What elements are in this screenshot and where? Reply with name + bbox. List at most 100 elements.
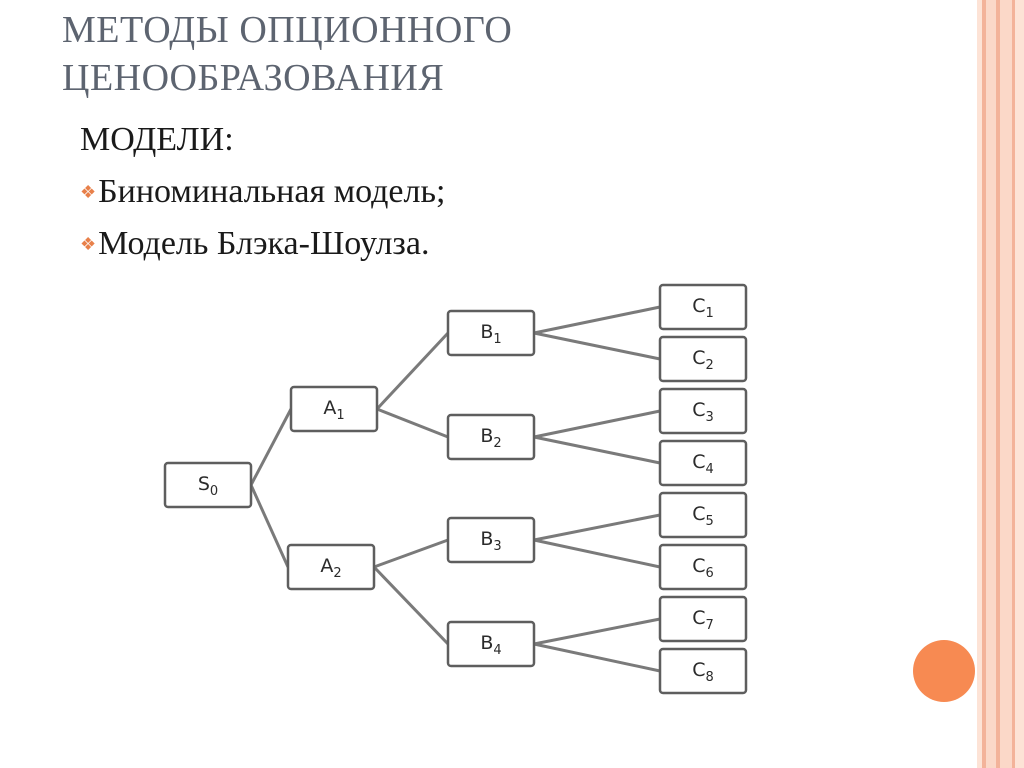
tree-node-box [446, 309, 536, 357]
tree-node-box [446, 516, 536, 564]
tree-node-box [658, 647, 748, 695]
node-label-subscript: 1 [493, 332, 501, 347]
title-line-1: МЕТОДЫ ОПЦИОННОГО [62, 9, 513, 51]
node-label-subscript: 3 [706, 410, 714, 425]
tree-node-b2: B2 [446, 413, 536, 461]
edge-A2-B3 [373, 538, 449, 569]
edge-A1-B2 [376, 407, 449, 439]
node-label-subscript: 3 [493, 539, 501, 554]
tree-node-box [658, 491, 748, 539]
bullet-item-black-scholes: ❖Модель Блэка-Шоулза. [80, 222, 940, 266]
edge-A2-B4 [372, 565, 450, 646]
slide-content: МОДЕЛИ: ❖Биноминальная модель; ❖Модель Б… [80, 118, 940, 274]
tree-node-box [658, 595, 748, 643]
node-label-base: C [692, 399, 705, 421]
stripe-light-4 [1015, 0, 1024, 768]
tree-node-b1: B1 [446, 309, 536, 357]
edge-B4-C8 [533, 642, 661, 673]
tree-node-label: B1 [480, 321, 501, 347]
edge-S0-A2 [249, 484, 290, 568]
tree-node-label: C2 [692, 347, 714, 373]
tree-node-c8: C8 [658, 647, 748, 695]
stripe-light-2 [986, 0, 996, 768]
edge-B1-C2 [533, 331, 661, 361]
tree-node-label: C4 [692, 451, 714, 477]
tree-node-b3: B3 [446, 516, 536, 564]
node-label-subscript: 1 [706, 306, 714, 321]
bullet-text-black-scholes: Модель Блэка-Шоулза. [98, 225, 430, 262]
diamond-bullet-icon: ❖ [80, 182, 97, 202]
node-label-subscript: 4 [493, 643, 501, 658]
node-label-base: C [692, 451, 705, 473]
stripe-light-1 [977, 0, 982, 768]
edge-B2-C3 [533, 409, 661, 439]
tree-node-label: C7 [692, 607, 714, 633]
bullet-text-binomial: Биноминальная модель; [98, 173, 446, 210]
tree-node-box [658, 283, 748, 331]
tree-node-label: C8 [692, 659, 714, 685]
edge-B4-C7 [533, 617, 661, 646]
tree-node-label: A2 [320, 555, 341, 581]
tree-node-c7: C7 [658, 595, 748, 643]
node-label-subscript: 4 [706, 462, 714, 477]
tree-node-box [658, 543, 748, 591]
tree-node-b4: B4 [446, 620, 536, 668]
diamond-bullet-icon: ❖ [80, 234, 97, 254]
node-label-base: B [480, 321, 493, 343]
node-label-base: C [692, 555, 705, 577]
tree-node-box [658, 335, 748, 383]
tree-node-box [446, 620, 536, 668]
edge-A1-B1 [375, 331, 450, 411]
node-label-base: B [480, 632, 493, 654]
tree-node-c3: C3 [658, 387, 748, 435]
tree-node-box [289, 385, 379, 433]
node-label-base: C [692, 607, 705, 629]
stripe-mid-2 [996, 0, 1000, 768]
node-label-subscript: 2 [333, 566, 341, 581]
node-label-base: C [692, 659, 705, 681]
tree-node-label: B3 [480, 528, 501, 554]
tree-node-c2: C2 [658, 335, 748, 383]
node-label-subscript: 6 [706, 566, 714, 581]
stripe-mid-3 [1012, 0, 1015, 768]
tree-node-box [446, 413, 536, 461]
node-label-subscript: 7 [706, 618, 714, 633]
bullet-item-binomial: ❖Биноминальная модель; [80, 170, 940, 214]
tree-node-label: B4 [480, 632, 501, 658]
tree-node-box [286, 543, 376, 591]
node-label-subscript: 8 [706, 670, 714, 685]
tree-node-label: S0 [198, 473, 218, 499]
tree-node-a2: A2 [286, 543, 376, 591]
stripe-mid-1 [982, 0, 986, 768]
node-label-base: B [480, 425, 493, 447]
node-label-base: C [692, 295, 705, 317]
node-label-subscript: 5 [706, 514, 714, 529]
tree-node-box [658, 387, 748, 435]
node-label-base: A [320, 555, 333, 577]
tree-node-label: B2 [480, 425, 501, 451]
stripe-light-3 [1000, 0, 1012, 768]
tree-node-label: C6 [692, 555, 714, 581]
tree-node-a1: A1 [289, 385, 379, 433]
tree-node-label: C1 [692, 295, 714, 321]
node-label-subscript: 1 [336, 408, 344, 423]
node-label-base: S [198, 473, 210, 495]
node-label-base: C [692, 347, 705, 369]
node-label-base: C [692, 503, 705, 525]
edge-B3-C5 [533, 513, 661, 542]
node-label-subscript: 0 [210, 484, 218, 499]
node-label-base: A [323, 397, 336, 419]
tree-node-c5: C5 [658, 491, 748, 539]
models-heading: МОДЕЛИ: [80, 121, 234, 158]
tree-node-box [163, 461, 253, 509]
tree-node-label: C5 [692, 503, 714, 529]
edge-S0-A1 [249, 408, 293, 486]
tree-node-box [658, 439, 748, 487]
tree-node-c1: C1 [658, 283, 748, 331]
node-label-base: B [480, 528, 493, 550]
tree-node-c6: C6 [658, 543, 748, 591]
title-line-2: ЦЕНООБРАЗОВАНИЯ [62, 57, 445, 99]
edge-B3-C6 [533, 538, 661, 569]
tree-node-s0: S0 [163, 461, 253, 509]
